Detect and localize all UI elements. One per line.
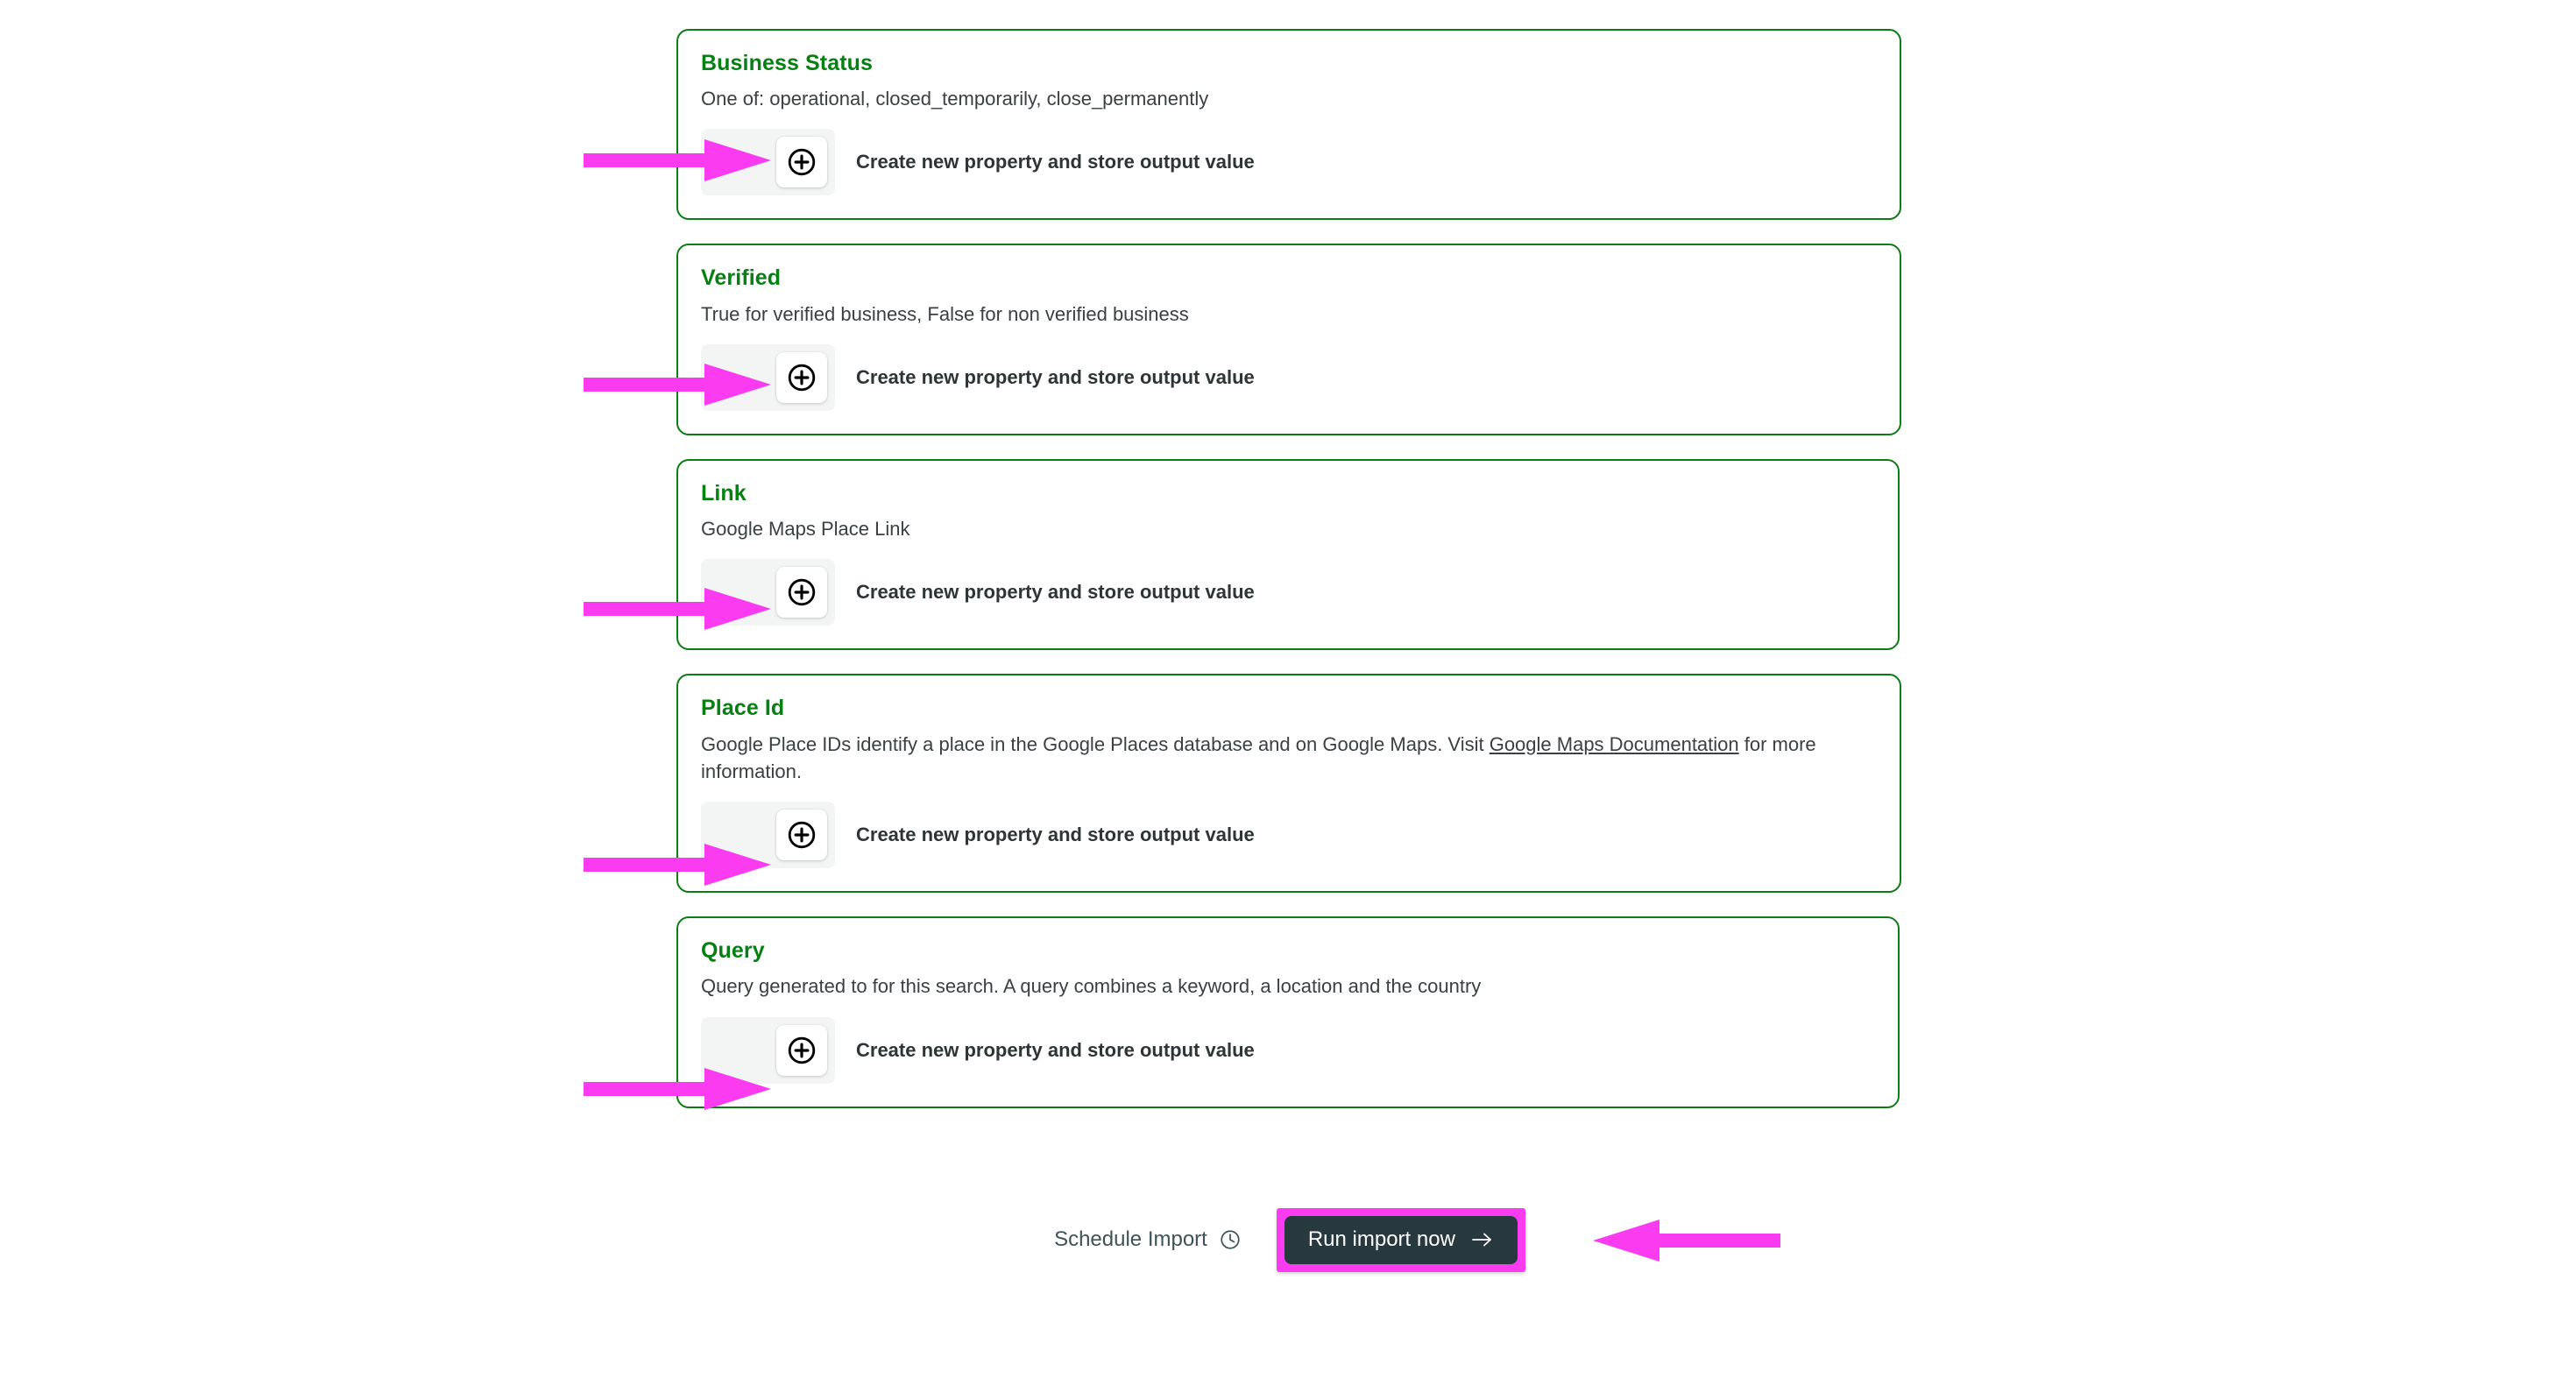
action-label[interactable]: Create new property and store output val… [856, 151, 1255, 173]
card-title: Verified [701, 265, 782, 291]
circle-plus-icon [786, 146, 817, 178]
card-description-text-before: Google Place IDs identify a place in the… [701, 732, 1490, 755]
circle-plus-icon [786, 576, 817, 608]
property-card-query: Query Query generated to for this search… [676, 916, 1900, 1108]
action-row: Create new property and store output val… [701, 129, 1877, 196]
property-card-verified: Verified True for verified business, Fal… [676, 244, 1901, 435]
circle-plus-icon-button[interactable] [776, 810, 827, 861]
property-card-business-status: Business Status One of: operational, clo… [676, 29, 1901, 221]
circle-plus-icon [786, 1035, 817, 1066]
action-label[interactable]: Create new property and store output val… [856, 1038, 1255, 1061]
google-maps-documentation-link[interactable]: Google Maps Documentation [1489, 732, 1739, 755]
plus-button-strip [701, 129, 835, 196]
action-label[interactable]: Create new property and store output val… [856, 581, 1255, 604]
plus-button-strip [701, 802, 835, 869]
card-title: Query [701, 938, 765, 964]
plus-button-strip [701, 343, 835, 411]
card-description: Google Place IDs identify a place in the… [701, 731, 1866, 785]
circle-plus-icon [786, 819, 817, 851]
card-title: Link [701, 480, 747, 506]
card-description-text-after: for more information. [701, 732, 1816, 782]
circle-plus-icon-button[interactable] [776, 1024, 827, 1076]
property-card-link: Link Google Maps Place Link Create new p… [676, 458, 1900, 651]
property-cards-list: Business Status One of: operational, clo… [676, 29, 1903, 1132]
arrow-right-icon [1471, 1230, 1494, 1249]
run-import-highlight: Run import now [1276, 1207, 1525, 1272]
circle-plus-icon-button[interactable] [776, 137, 827, 188]
card-description: True for verified business, False for no… [701, 302, 1189, 325]
action-row: Create new property and store output val… [701, 343, 1877, 411]
clock-icon [1219, 1228, 1242, 1251]
action-label[interactable]: Create new property and store output val… [856, 824, 1255, 846]
action-label[interactable]: Create new property and store output val… [856, 365, 1255, 388]
card-description: One of: operational, closed_temporarily,… [701, 88, 1209, 110]
run-import-label: Run import now [1307, 1227, 1455, 1251]
card-title: Business Status [701, 51, 874, 75]
action-row: Create new property and store output val… [701, 559, 1875, 626]
action-row: Create new property and store output val… [701, 802, 1877, 869]
action-row: Create new property and store output val… [701, 1016, 1875, 1084]
circle-plus-icon [786, 362, 817, 393]
circle-plus-icon-button[interactable] [776, 567, 827, 619]
card-title: Place Id [701, 696, 785, 721]
card-description: Query generated to for this search. A qu… [701, 975, 1482, 998]
plus-button-strip [701, 559, 835, 626]
import-action-bar: Schedule Import Run import now [676, 1200, 1903, 1279]
run-import-now-button[interactable]: Run import now [1284, 1215, 1518, 1264]
property-card-place-id: Place Id Google Place IDs identify a pla… [676, 674, 1901, 894]
circle-plus-icon-button[interactable] [776, 351, 827, 403]
card-description: Google Maps Place Link [701, 518, 910, 541]
schedule-import-button[interactable]: Schedule Import [1054, 1227, 1242, 1252]
plus-button-strip [701, 1016, 835, 1084]
schedule-import-label: Schedule Import [1054, 1227, 1207, 1251]
